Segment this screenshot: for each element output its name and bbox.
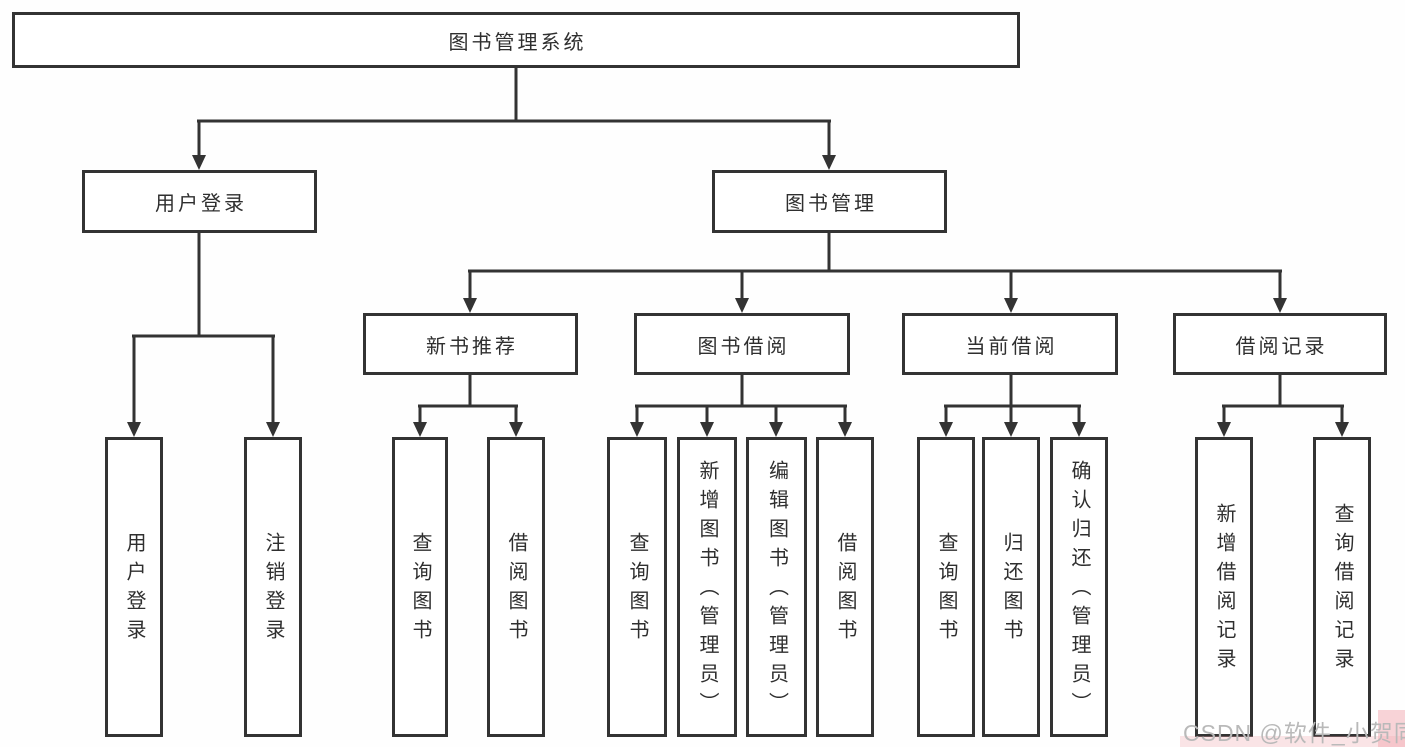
arrowhead-icon xyxy=(127,422,141,437)
node-label: 图书借阅 xyxy=(697,335,790,358)
node-confirm-return-admin: 确认归还（管理员） xyxy=(1050,437,1108,737)
node-label: 用户登录 xyxy=(123,532,145,648)
arrowhead-icon xyxy=(822,155,836,170)
node-logout-leaf: 注销登录 xyxy=(244,437,302,737)
node-add-borrow-record: 新增借阅记录 xyxy=(1195,437,1253,737)
node-book-management: 图书管理 xyxy=(712,170,947,233)
arrowhead-icon xyxy=(735,298,749,313)
arrowhead-icon xyxy=(1335,422,1349,437)
node-label: 编辑图书（管理员） xyxy=(765,459,788,721)
node-query-books-current: 查询图书 xyxy=(917,437,975,737)
arrowhead-icon xyxy=(700,422,714,437)
node-label: 注销登录 xyxy=(262,532,284,648)
arrowhead-icon xyxy=(939,422,953,437)
node-current-borrow: 当前借阅 xyxy=(902,313,1118,375)
node-label: 新增借阅记录 xyxy=(1213,503,1235,677)
node-label: 查询图书 xyxy=(409,532,431,648)
arrowhead-icon xyxy=(266,422,280,437)
arrowhead-icon xyxy=(192,155,206,170)
arrowhead-icon xyxy=(1072,422,1086,437)
arrowhead-icon xyxy=(1273,298,1287,313)
node-query-books-recommend: 查询图书 xyxy=(392,437,448,737)
node-label: 借阅图书 xyxy=(834,532,856,648)
node-label: 新书推荐 xyxy=(426,335,518,358)
arrowhead-icon xyxy=(630,422,644,437)
arrowhead-icon xyxy=(413,422,427,437)
node-borrow-books-recommend: 借阅图书 xyxy=(487,437,545,737)
node-edit-books-admin: 编辑图书（管理员） xyxy=(746,437,807,737)
node-book-management-system: 图书管理系统 xyxy=(12,12,1020,68)
node-label: 查询借阅记录 xyxy=(1331,503,1353,677)
node-label: 查询图书 xyxy=(626,532,648,648)
arrowhead-icon xyxy=(838,422,852,437)
node-borrow-records: 借阅记录 xyxy=(1173,313,1387,375)
arrowhead-icon xyxy=(769,422,783,437)
watermark-accent xyxy=(1378,710,1405,747)
node-user-login: 用户登录 xyxy=(82,170,317,233)
arrowhead-icon xyxy=(1217,422,1231,437)
arrowhead-icon xyxy=(1004,422,1018,437)
node-add-books-admin: 新增图书（管理员） xyxy=(677,437,737,737)
node-user-login-leaf: 用户登录 xyxy=(105,437,163,737)
arrowhead-icon xyxy=(1004,298,1018,313)
arrowhead-icon xyxy=(463,298,477,313)
node-label: 当前借阅 xyxy=(965,335,1058,358)
node-label: 归还图书 xyxy=(1000,532,1022,648)
node-borrow-books-leaf: 借阅图书 xyxy=(816,437,874,737)
watermark-accent xyxy=(1180,736,1405,747)
node-return-books: 归还图书 xyxy=(982,437,1040,737)
node-label: 确认归还（管理员） xyxy=(1068,459,1090,721)
node-label: 新增图书（管理员） xyxy=(696,459,718,721)
node-label: 用户登录 xyxy=(155,193,247,215)
node-new-book-recommend: 新书推荐 xyxy=(363,313,578,375)
arrowhead-icon xyxy=(509,422,523,437)
node-book-borrow: 图书借阅 xyxy=(634,313,850,375)
node-label: 图书管理 xyxy=(785,193,877,215)
node-query-borrow-record: 查询借阅记录 xyxy=(1313,437,1371,737)
watermark: CSDN @软件_小贺同学 xyxy=(1183,720,1405,746)
node-query-books-borrow: 查询图书 xyxy=(607,437,667,737)
node-label: 借阅记录 xyxy=(1235,335,1328,358)
node-label: 查询图书 xyxy=(935,532,957,648)
node-label: 借阅图书 xyxy=(505,532,527,648)
node-label: 图书管理系统 xyxy=(448,31,587,54)
